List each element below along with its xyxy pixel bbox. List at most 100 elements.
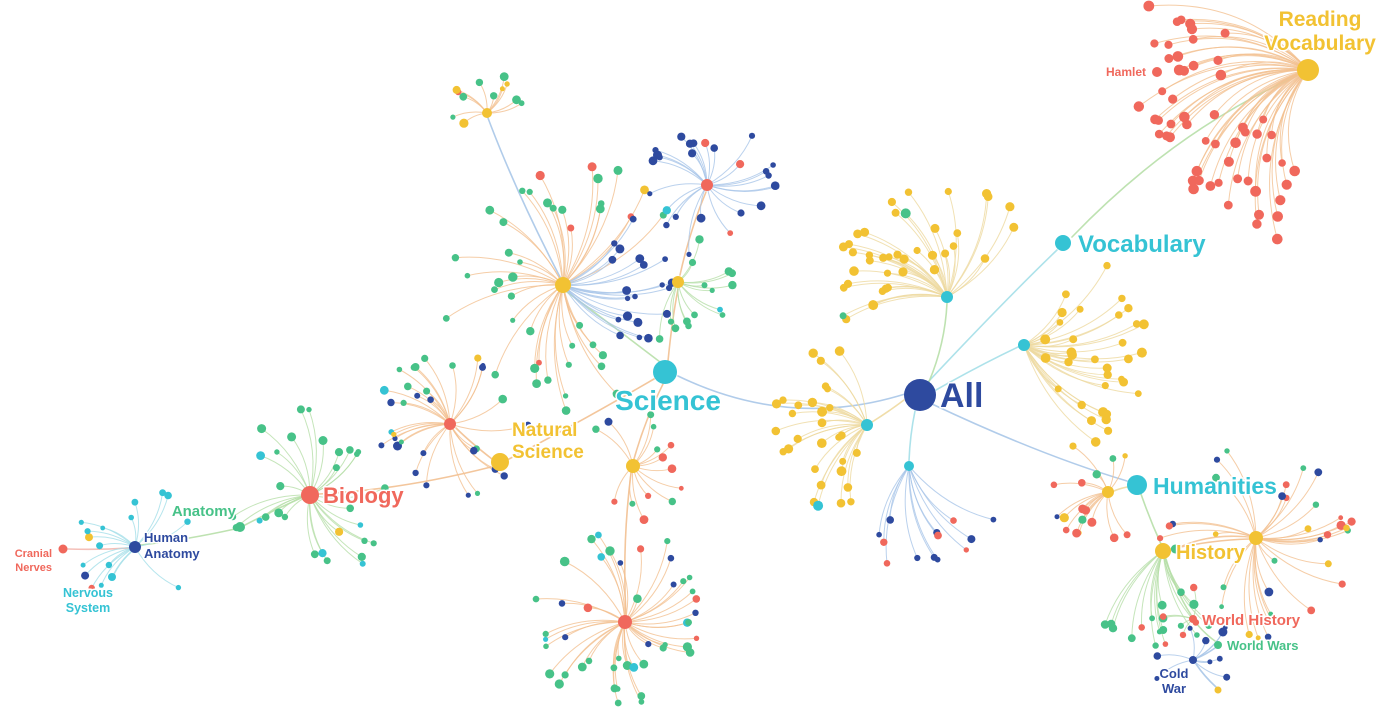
- graph-node[interactable]: [85, 533, 93, 542]
- graph-node[interactable]: [719, 312, 726, 318]
- graph-node[interactable]: [474, 354, 482, 362]
- graph-node[interactable]: [508, 272, 518, 282]
- graph-node[interactable]: [499, 218, 508, 227]
- graph-node[interactable]: [532, 379, 541, 388]
- graph-node[interactable]: [595, 204, 605, 214]
- graph-node[interactable]: [475, 78, 484, 87]
- graph-node[interactable]: [1300, 465, 1307, 471]
- graph-node[interactable]: [490, 92, 498, 100]
- graph-node[interactable]: [274, 508, 284, 518]
- graph-node[interactable]: [629, 215, 637, 223]
- graph-node[interactable]: [614, 699, 622, 707]
- graph-node[interactable]: [1259, 115, 1268, 124]
- graph-node[interactable]: [1122, 453, 1128, 459]
- graph-node[interactable]: [1209, 110, 1220, 120]
- graph-node[interactable]: [900, 208, 911, 219]
- graph-node[interactable]: [1338, 580, 1346, 588]
- graph-hub-c7[interactable]: [444, 418, 456, 430]
- graph-node[interactable]: [427, 396, 434, 404]
- graph-node[interactable]: [817, 418, 827, 428]
- graph-node[interactable]: [535, 170, 545, 181]
- graph-node[interactable]: [779, 396, 787, 404]
- graph-node[interactable]: [1252, 219, 1262, 229]
- graph-node[interactable]: [1124, 354, 1133, 364]
- graph-hub-c4[interactable]: [672, 276, 684, 288]
- graph-node[interactable]: [883, 560, 891, 567]
- graph-hub-c12[interactable]: [904, 461, 914, 471]
- graph-node[interactable]: [645, 492, 652, 499]
- graph-node[interactable]: [794, 401, 803, 410]
- graph-node[interactable]: [96, 542, 104, 550]
- graph-node[interactable]: [1188, 183, 1199, 195]
- graph-node-natural-science[interactable]: [491, 453, 509, 471]
- graph-node[interactable]: [1275, 195, 1286, 206]
- graph-node[interactable]: [184, 518, 191, 525]
- graph-node[interactable]: [370, 540, 377, 547]
- graph-node[interactable]: [817, 438, 827, 449]
- graph-node[interactable]: [688, 258, 697, 267]
- graph-node[interactable]: [990, 516, 997, 523]
- graph-node[interactable]: [1194, 632, 1200, 638]
- graph-node[interactable]: [1090, 437, 1101, 447]
- graph-node[interactable]: [913, 246, 921, 255]
- graph-node[interactable]: [334, 448, 344, 457]
- graph-node[interactable]: [567, 224, 575, 232]
- graph-node[interactable]: [980, 254, 990, 263]
- graph-node[interactable]: [688, 149, 697, 158]
- graph-node[interactable]: [543, 198, 552, 208]
- graph-node[interactable]: [464, 272, 471, 279]
- graph-node[interactable]: [1177, 588, 1185, 596]
- graph-node[interactable]: [359, 560, 366, 567]
- graph-node[interactable]: [512, 95, 521, 105]
- graph-node[interactable]: [1179, 111, 1190, 123]
- graph-node[interactable]: [839, 312, 847, 320]
- graph-node[interactable]: [1064, 357, 1073, 367]
- graph-node[interactable]: [885, 253, 893, 261]
- graph-node[interactable]: [1282, 481, 1290, 489]
- graph-node[interactable]: [811, 465, 819, 473]
- graph-node[interactable]: [659, 282, 665, 288]
- graph-node[interactable]: [654, 446, 661, 453]
- graph-node[interactable]: [644, 333, 653, 343]
- graph-node[interactable]: [1211, 139, 1220, 149]
- graph-node[interactable]: [530, 363, 540, 373]
- graph-node[interactable]: [667, 464, 677, 474]
- graph-node[interactable]: [1223, 156, 1234, 167]
- graph-node[interactable]: [693, 635, 700, 641]
- graph-node[interactable]: [517, 259, 523, 265]
- graph-node[interactable]: [1343, 524, 1350, 532]
- graph-node[interactable]: [929, 265, 940, 275]
- graph-node[interactable]: [159, 489, 167, 497]
- graph-node[interactable]: [879, 253, 888, 262]
- graph-node[interactable]: [662, 642, 668, 648]
- graph-node[interactable]: [544, 376, 552, 384]
- graph-node[interactable]: [412, 469, 419, 477]
- graph-node[interactable]: [1188, 60, 1199, 71]
- graph-node[interactable]: [500, 472, 508, 480]
- graph-node[interactable]: [880, 538, 888, 546]
- graph-node[interactable]: [1187, 625, 1193, 631]
- graph-node[interactable]: [853, 229, 862, 239]
- graph-node[interactable]: [597, 553, 605, 561]
- graph-node[interactable]: [1267, 615, 1277, 625]
- graph-node[interactable]: [1267, 130, 1276, 140]
- graph-node[interactable]: [398, 439, 404, 445]
- graph-node[interactable]: [276, 482, 285, 491]
- graph-node-all[interactable]: [904, 379, 936, 411]
- graph-node[interactable]: [834, 346, 845, 356]
- graph-node[interactable]: [728, 280, 737, 290]
- graph-node[interactable]: [1173, 64, 1185, 76]
- graph-node[interactable]: [847, 498, 855, 506]
- graph-node[interactable]: [638, 698, 645, 705]
- graph-node[interactable]: [724, 267, 733, 276]
- graph-node[interactable]: [692, 609, 699, 616]
- graph-node[interactable]: [491, 370, 500, 379]
- graph-node[interactable]: [164, 491, 172, 500]
- graph-node[interactable]: [1220, 584, 1227, 591]
- graph-node-nervous-system[interactable]: [108, 573, 116, 581]
- graph-node[interactable]: [826, 404, 834, 412]
- graph-node-cold-war-sub[interactable]: [1214, 686, 1222, 694]
- graph-node[interactable]: [1216, 655, 1223, 662]
- graph-node[interactable]: [645, 641, 652, 648]
- graph-node[interactable]: [100, 525, 106, 531]
